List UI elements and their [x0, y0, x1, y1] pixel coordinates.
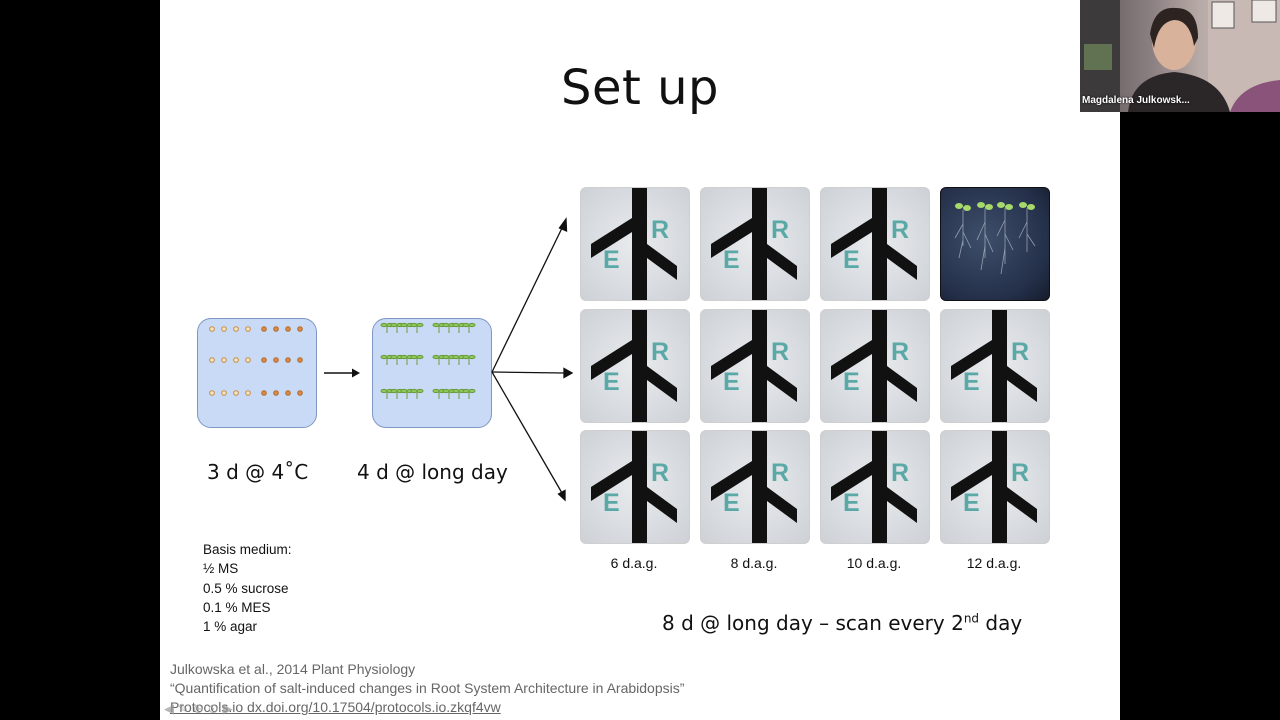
logo-letter-e: E	[723, 246, 740, 274]
logo-letter-e: E	[843, 368, 860, 396]
logo-letter-r: R	[771, 459, 789, 487]
logo-letter-r: R	[651, 459, 669, 487]
logo-letter-r: R	[771, 216, 789, 244]
logo-letter-e: E	[603, 489, 620, 517]
medium-item: 0.5 % sucrose	[203, 580, 289, 596]
logo-letter-e: E	[843, 246, 860, 274]
participant-name-label: Magdalena Julkowsk...	[1082, 95, 1190, 106]
logo-letter-e: E	[843, 489, 860, 517]
logo-letter-r: R	[891, 216, 909, 244]
root-scan-image	[940, 187, 1050, 301]
slide-title: Set up	[561, 60, 719, 116]
medium-item: ½ MS	[203, 561, 239, 577]
logo-letter-e: E	[963, 489, 980, 517]
logo-letter-r: R	[891, 338, 909, 366]
seed-dots	[209, 326, 303, 396]
logo-letter-e: E	[603, 246, 620, 274]
stage-label-germination: 4 d @ long day	[357, 460, 508, 484]
logo-letter-r: R	[771, 338, 789, 366]
zoom-icon[interactable]: ⊕	[192, 701, 208, 716]
logo-letter-e: E	[603, 368, 620, 396]
logo-letter-e: E	[723, 489, 740, 517]
logo-letter-r: R	[651, 338, 669, 366]
logo-letter-e: E	[723, 368, 740, 396]
paper-title: “Quantification of salt-induced changes …	[170, 680, 685, 696]
day-label-6: 6 d.a.g.	[610, 555, 658, 571]
branch-arrows-icon	[491, 217, 574, 502]
medium-item: 1 % agar	[203, 619, 258, 635]
logo-letter-r: R	[891, 459, 909, 487]
logo-letter-r: R	[1011, 459, 1029, 487]
references: Julkowska et al., 2014 Plant Physiology …	[170, 660, 684, 717]
basis-medium-list: Basis medium: ½ MS 0.5 % sucrose 0.1 % M…	[203, 540, 292, 636]
seedlings-drawing	[380, 322, 476, 399]
presentation-slide: Set up	[160, 0, 1120, 720]
citation: Julkowska et al., 2014 Plant Physiology	[170, 661, 416, 677]
day-label-12: 12 d.a.g.	[966, 555, 1022, 571]
medium-item: 0.1 % MES	[203, 599, 271, 615]
participant-video-feed	[1080, 0, 1280, 112]
logo-letter-e: E	[963, 368, 980, 396]
previous-slide-icon[interactable]: ◀	[164, 701, 178, 716]
presentation-controls: ◀✎⊕⊙▶	[164, 701, 237, 717]
next-slide-icon[interactable]: ▶	[222, 701, 237, 716]
arrow-right-icon	[324, 368, 360, 378]
seedling-plate-long-day	[372, 318, 492, 428]
options-icon[interactable]: ⊙	[207, 701, 223, 716]
logo-letter-r: R	[1011, 338, 1029, 366]
stage-label-stratification: 3 d @ 4˚C	[207, 460, 309, 484]
day-label-10: 10 d.a.g.	[846, 555, 902, 571]
protocol-link[interactable]: Protocols.io dx.doi.org/10.17504/protoco…	[170, 699, 501, 715]
seed-plate-stratification	[197, 318, 317, 428]
day-label-8: 8 d.a.g.	[730, 555, 778, 571]
pen-icon[interactable]: ✎	[178, 701, 193, 716]
participant-video-tile[interactable]: Magdalena Julkowsk...	[1080, 0, 1280, 112]
medium-heading: Basis medium:	[203, 542, 292, 557]
scan-schedule-note: 8 d @ long day – scan every 2nd day	[662, 611, 1023, 635]
logo-letter-r: R	[651, 216, 669, 244]
